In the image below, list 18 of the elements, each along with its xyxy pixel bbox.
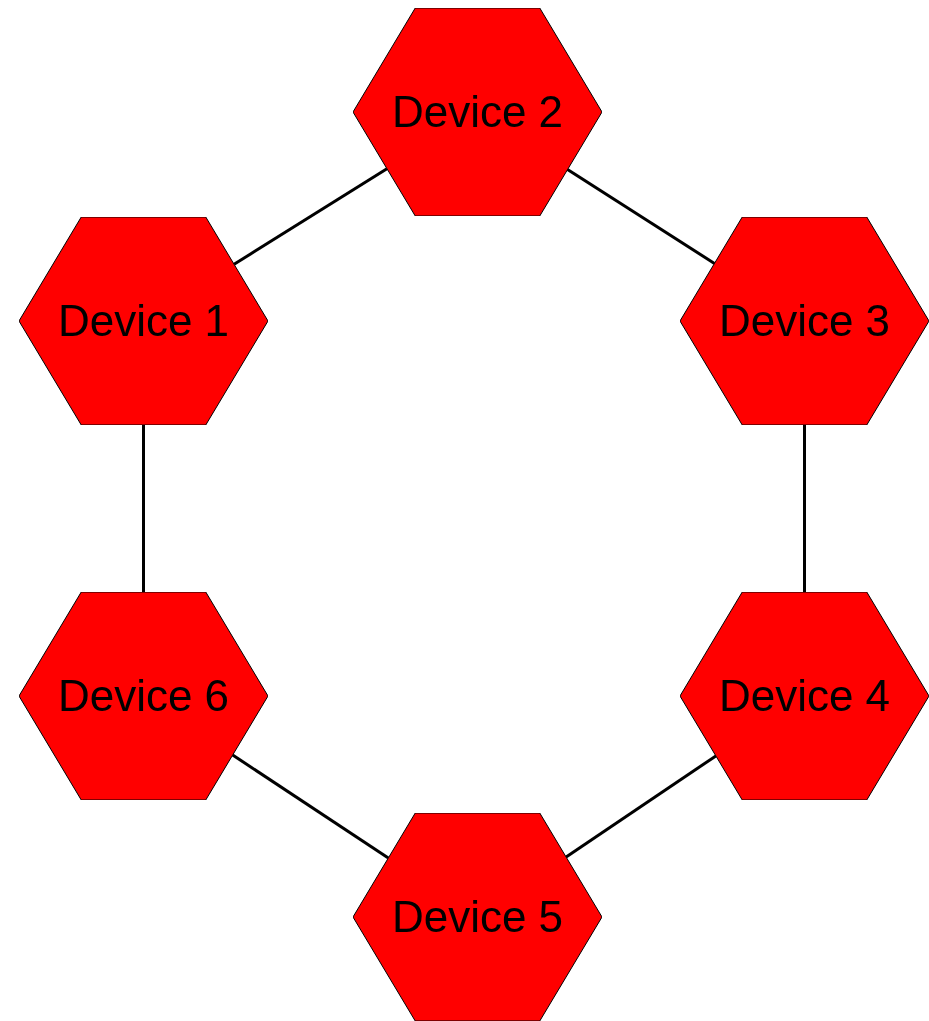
connector-line	[803, 425, 806, 592]
connector-line	[233, 167, 388, 266]
connector-line	[565, 754, 717, 859]
hexagon-node	[680, 217, 929, 425]
hexagon-node	[680, 592, 929, 800]
connector-line	[142, 425, 145, 592]
hexagon-node	[19, 592, 268, 800]
node-label: Device 1	[57, 296, 230, 346]
hexagon-node	[353, 813, 602, 1021]
connector-line	[231, 753, 390, 860]
node-label: Device 5	[391, 892, 564, 942]
connector-line	[566, 168, 716, 265]
node-label: Device 6	[57, 671, 230, 721]
hexagon-node	[353, 8, 602, 216]
node-label: Device 3	[718, 296, 891, 346]
hexagon-node	[19, 217, 268, 425]
node-label: Device 4	[718, 671, 891, 721]
node-label: Device 2	[391, 87, 564, 137]
